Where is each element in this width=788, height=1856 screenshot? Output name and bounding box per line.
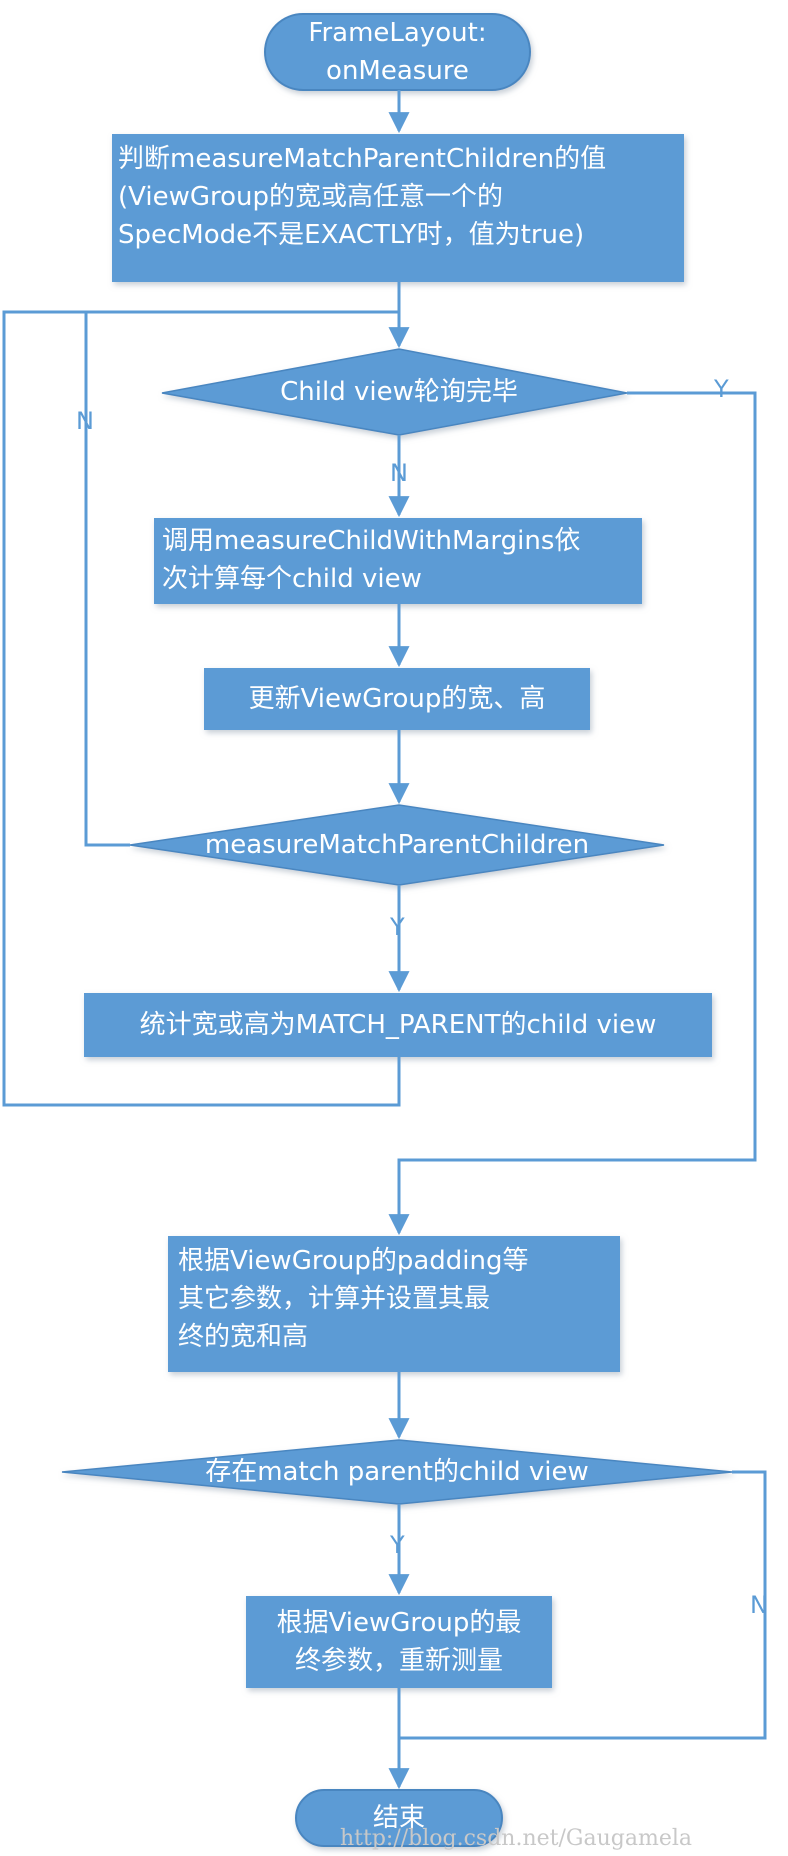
remeasure-box [246, 1596, 552, 1688]
remeasure-label: 根据ViewGroup的最 终参数，重新测量 [276, 1608, 522, 1676]
update-size-label: 更新ViewGroup的宽、高 [248, 684, 546, 714]
has-match-yes-label: Y [390, 1531, 405, 1559]
end-label: 结束 [372, 1803, 425, 1833]
measure-child-box [154, 518, 642, 604]
loop-done-no-label: N [390, 459, 408, 487]
set-final-size-box [168, 1236, 620, 1372]
edge-has-no-to-end [399, 1470, 767, 1740]
check-match-parent-box [112, 134, 684, 282]
has-match-parent-label: 存在match parent的child view [205, 1457, 589, 1487]
set-final-size-label: 根据ViewGroup的padding等 其它参数，计算并设置其最 终的宽和高 [178, 1246, 529, 1352]
edge-loop-yes-to-final [388, 391, 757, 1236]
watermark: http://blog.csdn.net/Gaugamela [340, 1826, 692, 1851]
match-parent-no-label: N [76, 407, 94, 435]
edge-count-back-to-loop [2, 310, 401, 1107]
update-size-box [204, 668, 590, 730]
count-match-parent-label: 统计宽或高为MATCH_PARENT的child view [139, 1010, 657, 1040]
check-match-parent-label: 判断measureMatchParentChildren的值 (ViewGrou… [118, 144, 607, 250]
measure-child-label: 调用measureChildWithMargins依 次计算每个child vi… [162, 526, 581, 594]
child-loop-done-label: Child view轮询完毕 [280, 377, 518, 407]
start-label: FrameLayout: onMeasure [308, 18, 487, 86]
loop-done-yes-label: Y [714, 375, 729, 403]
match-parent-children-label: measureMatchParentChildren [204, 830, 590, 860]
match-parent-yes-label: Y [390, 913, 405, 941]
count-match-parent-box [84, 993, 712, 1057]
end-terminal [295, 1789, 503, 1847]
match-parent-children-decision [129, 804, 665, 886]
has-match-no-label: N [750, 1591, 768, 1619]
